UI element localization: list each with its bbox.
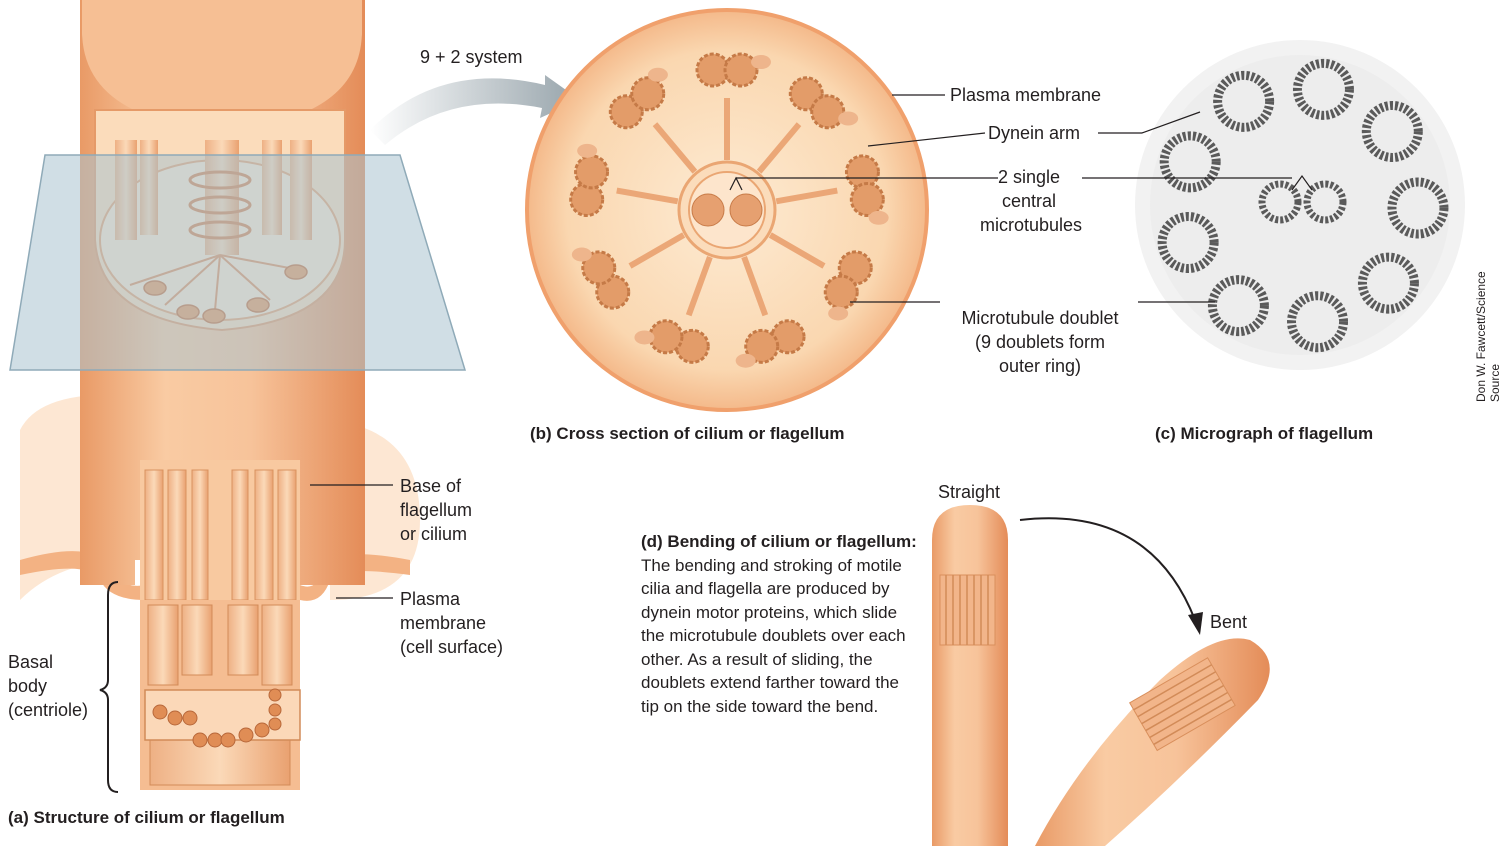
microtubule-doublet [576,156,608,188]
label-line: (centriole) [8,698,88,722]
panel-a-caption: (a) Structure of cilium or flagellum [8,808,285,828]
lower-cutaway [140,460,300,600]
flagellum-micrograph [1082,40,1465,370]
straight-label: Straight [938,480,1000,504]
label-line: Base of [400,474,472,498]
photo-credit: Don W. Fawcett/Science Source [1474,271,1501,402]
label-line: or cilium [400,522,472,546]
dynein-arm [751,55,771,69]
cross-section-illustration [527,10,998,410]
bending-illustration [932,505,1270,846]
panel-b-caption: (b) Cross section of cilium or flagellum [530,424,845,444]
label-line: (9 doublets form [945,330,1135,354]
nine-plus-two-label: 9 + 2 system [420,45,523,69]
label-line: membrane [400,611,503,635]
dynein-arm-label: Dynein arm [988,121,1080,145]
dynein-arm [736,354,756,368]
dynein-arm [828,306,848,320]
dynein-arm [869,211,889,225]
microtubule-doublet [632,78,664,110]
label-line: body [8,674,88,698]
dynein-arm [838,111,858,125]
dynein-arm [648,68,668,82]
microtubule-doublet [825,276,857,308]
dynein-arm [577,144,597,158]
cell-plasma-membrane-label: Plasma membrane (cell surface) [400,587,503,659]
microtubule-doublet [846,156,878,188]
microtubule-doublet [650,321,682,353]
dynein-arm [634,330,654,344]
label-line: Plasma [400,587,503,611]
label-line: microtubules [980,213,1078,237]
label-line: Basal [8,650,88,674]
plasma-membrane-label: Plasma membrane [950,83,1101,107]
bent-label: Bent [1210,610,1247,634]
basal-body-label: Basal body (centriole) [8,650,88,722]
credit-line: Source [1488,271,1501,402]
bending-title: (d) Bending of cilium or flagellum: [641,532,917,551]
microtubule-doublet [851,183,883,215]
straight-flagellum [932,505,1008,846]
microtubule-doublet-label: Microtubule doublet (9 doublets form out… [945,306,1135,378]
central-microtubules-label: 2 single central microtubules [980,165,1078,237]
label-line: central [980,189,1078,213]
label-line: 2 single [980,165,1078,189]
label-line: flagellum [400,498,472,522]
base-of-flagellum-label: Base of flagellum or cilium [400,474,472,546]
microtubule-doublet [812,96,844,128]
bending-description: (d) Bending of cilium or flagellum: The … [641,530,921,718]
cross-section-plane [10,155,465,370]
label-line: (cell surface) [400,635,503,659]
microtubule-doublet [571,183,603,215]
bending-text: The bending and stroking of motile cilia… [641,556,906,716]
bend-arrow [1020,518,1195,620]
label-line: outer ring) [945,354,1135,378]
dynein-arm [572,248,592,262]
credit-line: Don W. Fawcett/Science [1474,271,1488,402]
panel-c-caption: (c) Micrograph of flagellum [1155,424,1373,444]
label-line: Microtubule doublet [945,306,1135,330]
basal-body-brace [100,582,118,792]
